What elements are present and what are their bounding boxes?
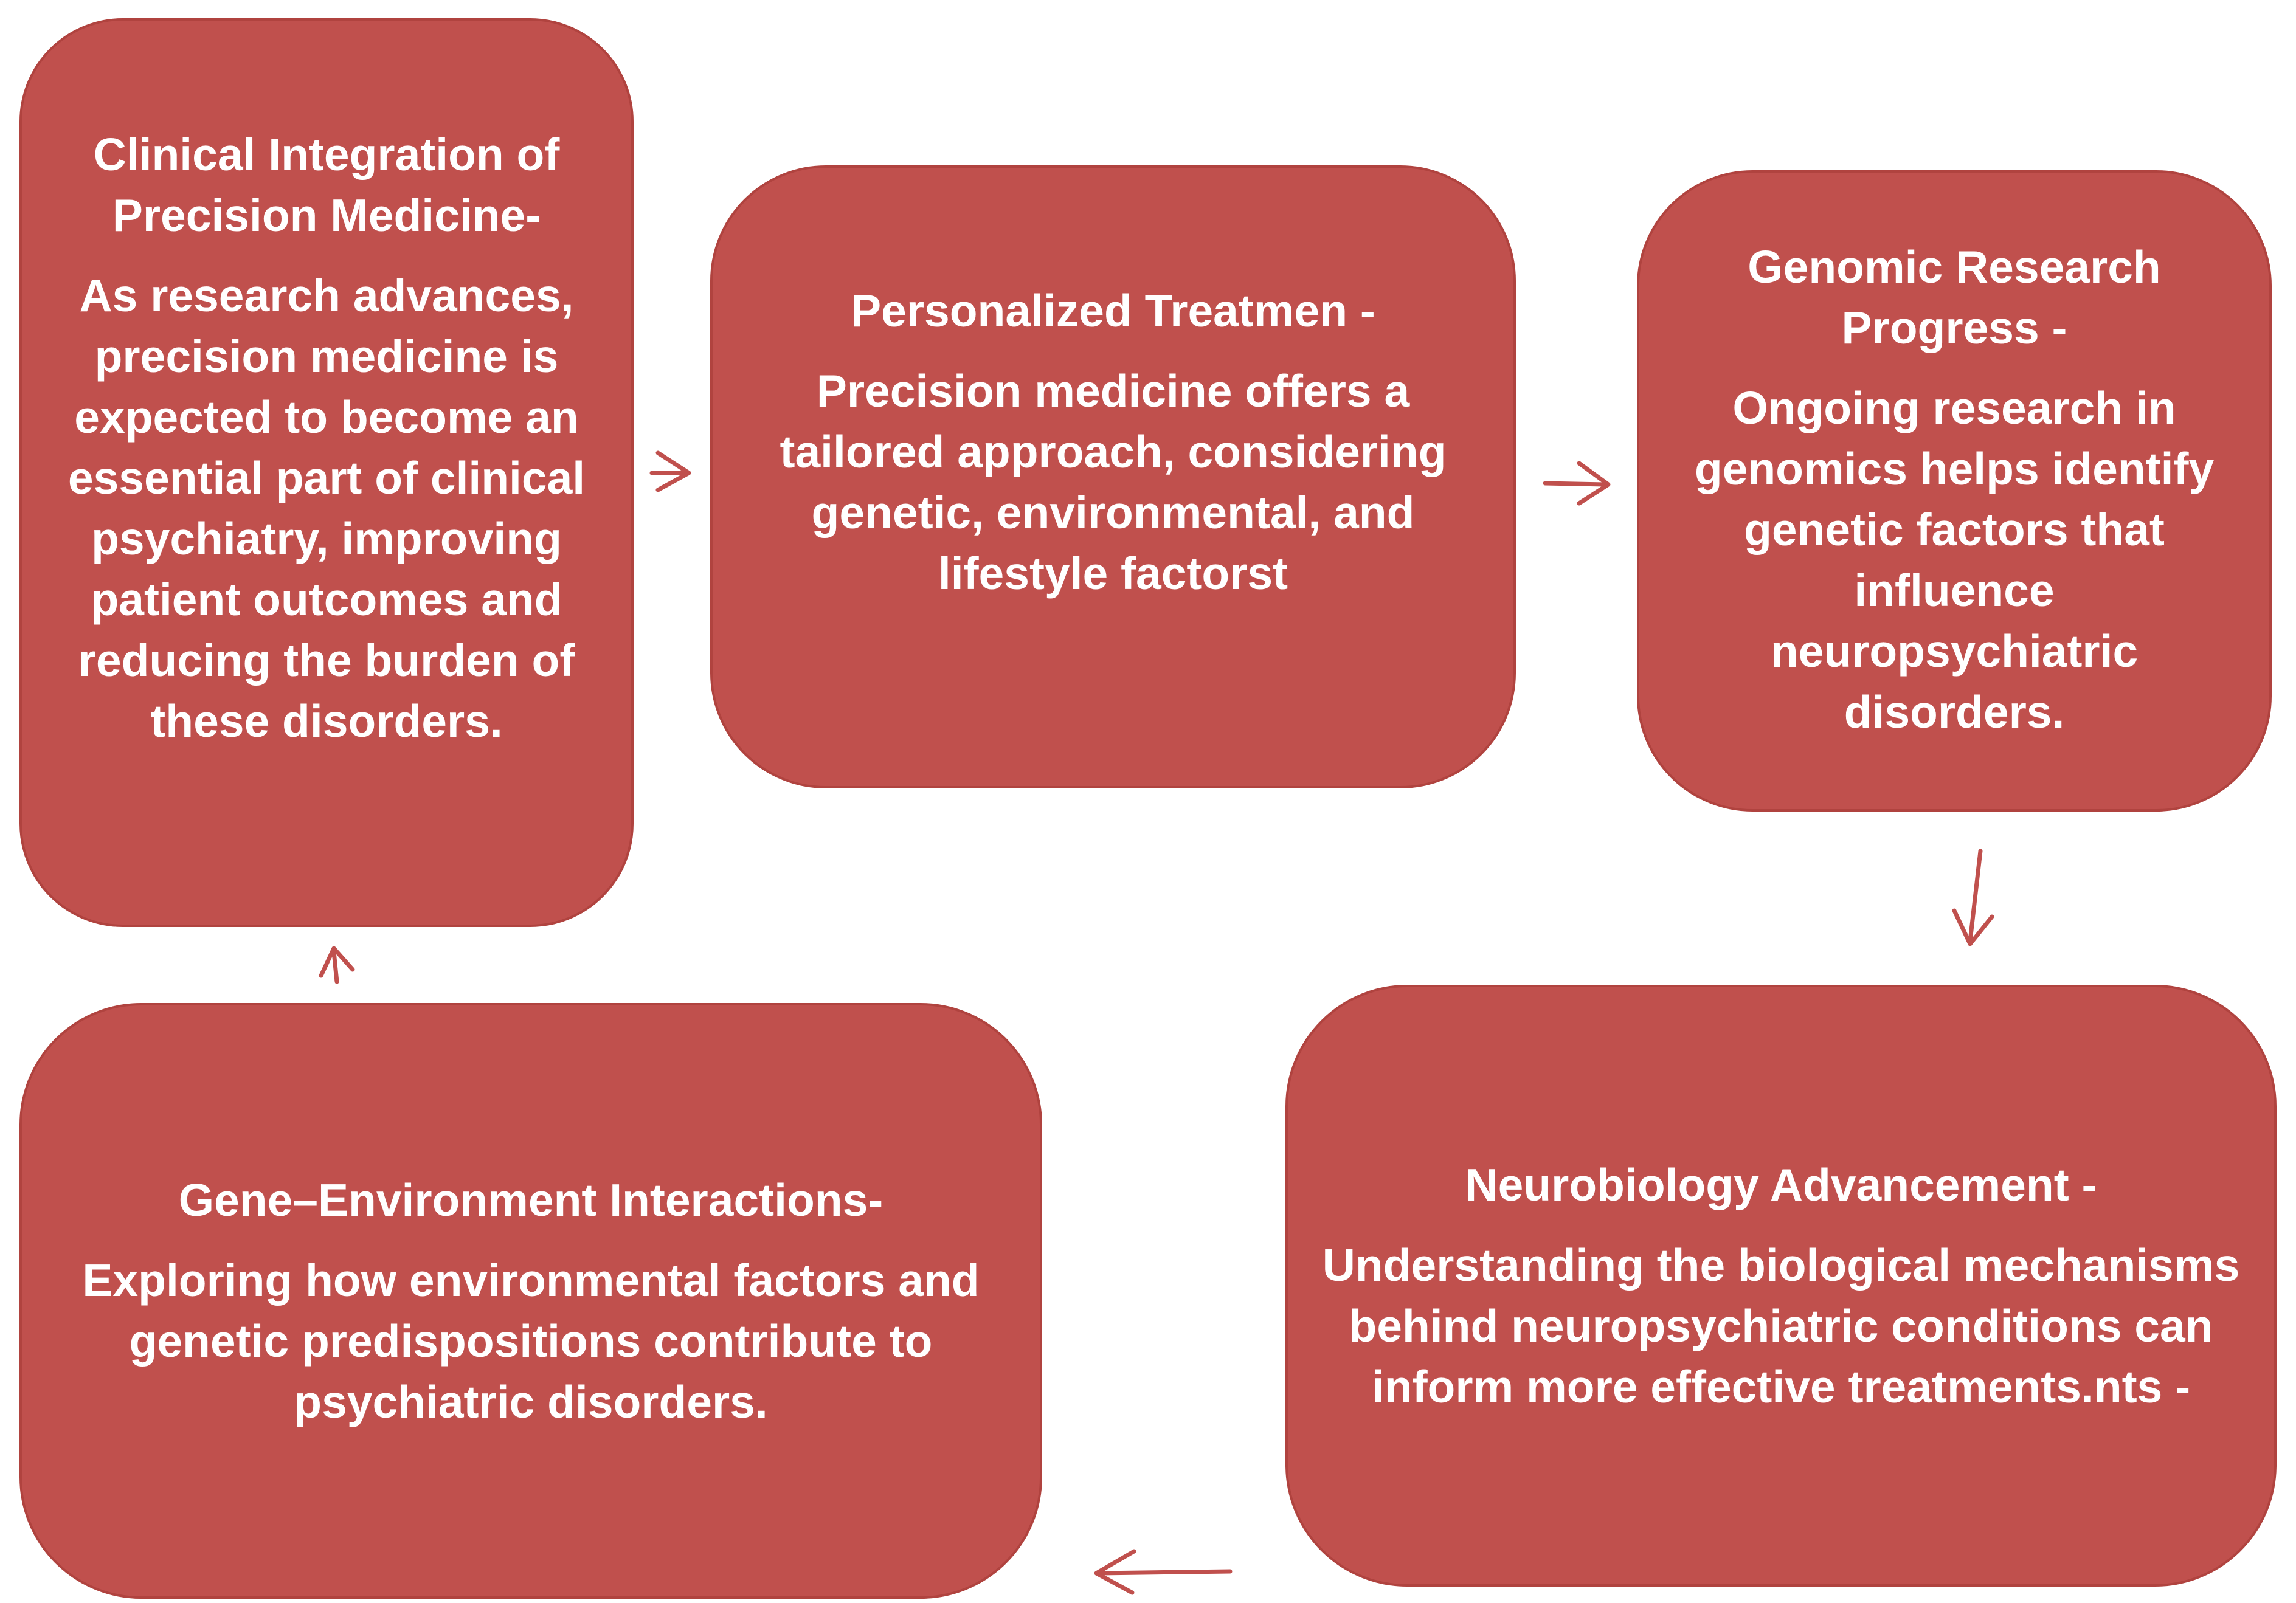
node-body: Ongoing research in genomics helps ident… (1694, 382, 2215, 737)
node-neurobiology-advancement: Neurobiology Advancement - Understanding… (1285, 985, 2277, 1587)
node-gene-environment-interactions: Gene–Environment Interactions- Exploring… (19, 1003, 1042, 1599)
arrow-clinical-to-personalized (649, 450, 691, 492)
node-title: Genomic Research Progress - (1748, 241, 2161, 353)
node-genomic-research: Genomic Research Progress - Ongoing rese… (1637, 170, 2272, 812)
node-title: Personalized Treatmen - (851, 285, 1375, 336)
arrow-gene-env-to-clinical (319, 946, 355, 984)
node-personalized-treatment: Personalized Treatmen - Precision medici… (710, 165, 1516, 788)
node-clinical-integration: Clinical Integration of Precision Medici… (19, 18, 634, 927)
node-body: As research advances, precision medicine… (67, 270, 586, 746)
node-title: Gene–Environment Interactions- (178, 1174, 883, 1226)
node-body: Exploring how environmental factors and … (82, 1255, 980, 1427)
arrow-genomic-to-neuro (1952, 849, 1994, 946)
node-title: Neurobiology Advancement - (1465, 1159, 2097, 1210)
node-title: Clinical Integration of Precision Medici… (93, 129, 560, 241)
arrow-personalized-to-genomic (1543, 461, 1611, 506)
node-body: Precision medicine offers a tailored app… (780, 365, 1447, 599)
node-body: Understanding the biological mechanisms … (1322, 1239, 2240, 1412)
arrow-neuro-to-gene-env (1094, 1549, 1233, 1595)
